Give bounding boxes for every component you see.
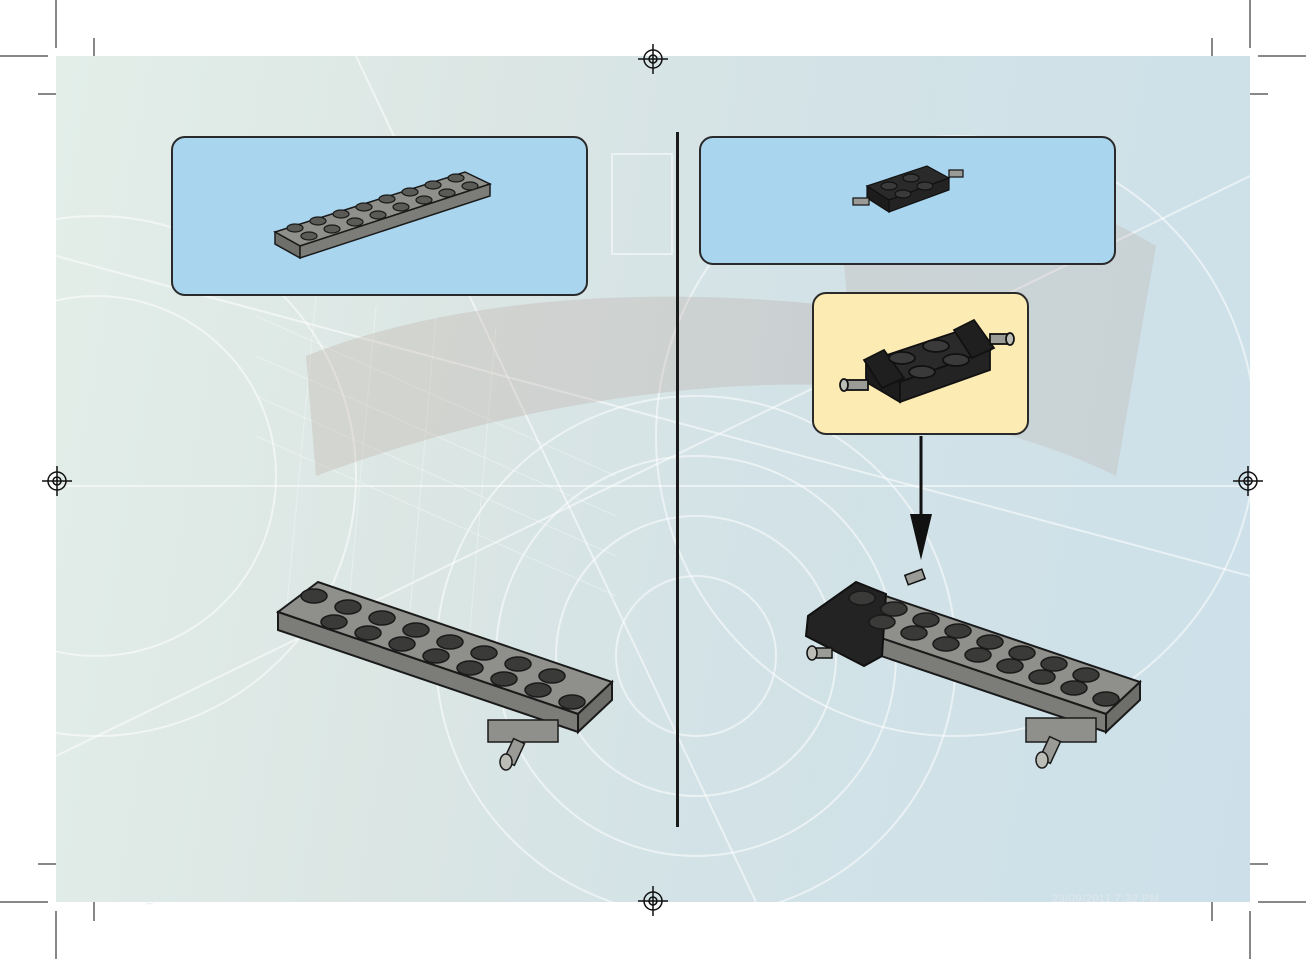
insertion-arrow [906, 436, 936, 576]
step-2-assembly [796, 562, 1156, 772]
wheel-holder-subassembly [814, 294, 1031, 437]
wheel-holder-part [701, 138, 1118, 267]
step-1-assembly [274, 572, 634, 772]
parts-callout-step-1 [171, 136, 588, 296]
page-divider [676, 132, 679, 827]
subassembly-callout-step-2 [812, 292, 1029, 435]
parts-callout-step-2 [699, 136, 1116, 265]
footer-slug-left: 9479_BI.indd 2 [120, 893, 201, 905]
footer-slug-right: 23/09/2011 7:32 PM [1052, 893, 1159, 905]
gray-plate-2x8-part [173, 138, 590, 298]
